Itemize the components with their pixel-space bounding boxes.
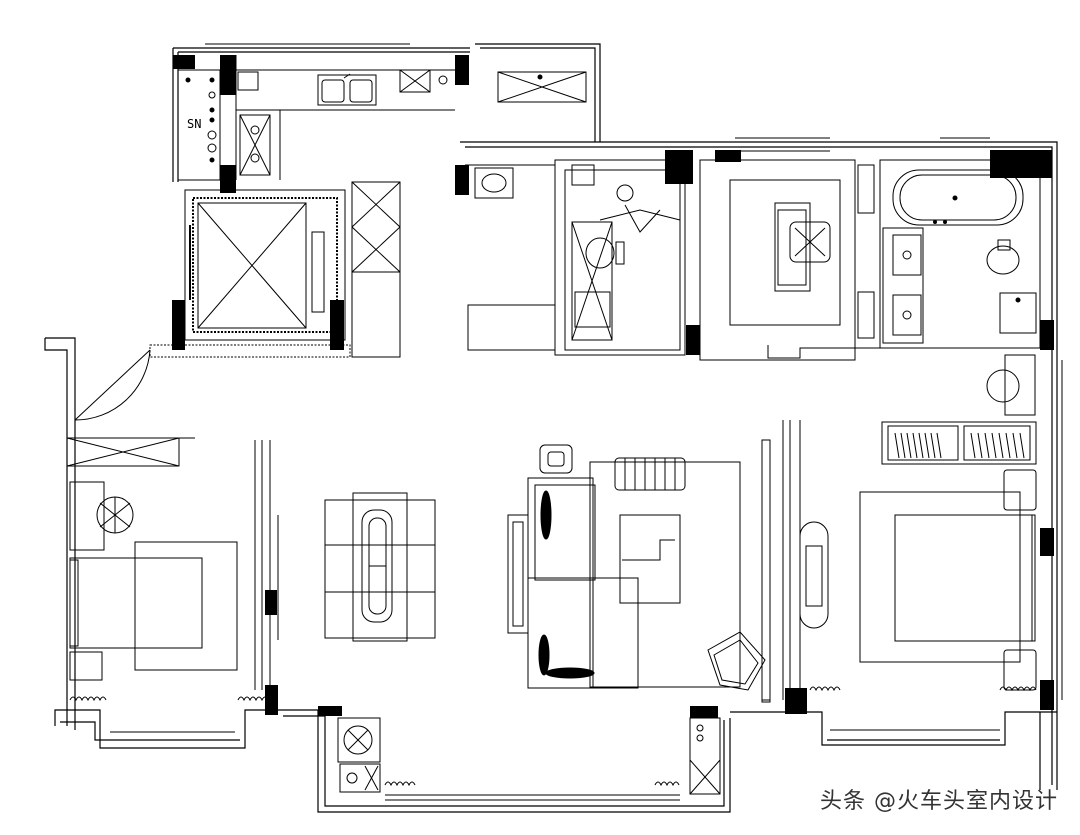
dining-table: [353, 493, 407, 641]
utility-label: SN: [187, 117, 201, 131]
tv-cabinet: [508, 515, 528, 633]
toilet-2: [987, 246, 1019, 274]
watermark-text: 头条 @火车头室内设计: [820, 789, 1058, 814]
chaise: [800, 522, 828, 628]
kitchen: [178, 55, 455, 180]
elevator-core: [150, 182, 400, 357]
wardrobe: [882, 422, 1036, 464]
lamp: [540, 445, 572, 473]
second-bedroom: [67, 438, 278, 700]
master-bath: [883, 170, 1036, 415]
bathtub: [893, 170, 1023, 225]
nightstand-bottom: [1004, 650, 1036, 690]
master-bedroom: [762, 420, 1036, 700]
toilet-1: [586, 238, 614, 268]
bathroom-1: [565, 165, 680, 350]
washer: [987, 370, 1019, 402]
study-room: [730, 165, 880, 358]
ottoman: [615, 458, 685, 490]
master-bed-rug: [860, 492, 1020, 662]
bottom-niches: [338, 718, 720, 794]
hall-sink: [475, 168, 513, 198]
structural-columns: [172, 55, 1054, 718]
balcony-laundry: [475, 72, 600, 142]
cooktop: [240, 115, 270, 175]
entry-door: [75, 350, 150, 420]
desk: [70, 482, 104, 550]
dining-area: [325, 493, 435, 641]
master-bed: [895, 515, 1035, 641]
living-room: [508, 440, 770, 702]
armchair: [708, 632, 765, 690]
outer-walls: [45, 44, 1057, 812]
hall-partitions: [465, 160, 1040, 360]
nightstand-top: [1004, 470, 1036, 510]
windows: [110, 44, 1062, 800]
coffee-table: [620, 515, 680, 603]
bed-2: [70, 558, 202, 648]
double-sink: [318, 75, 376, 105]
sofa: [528, 478, 593, 688]
